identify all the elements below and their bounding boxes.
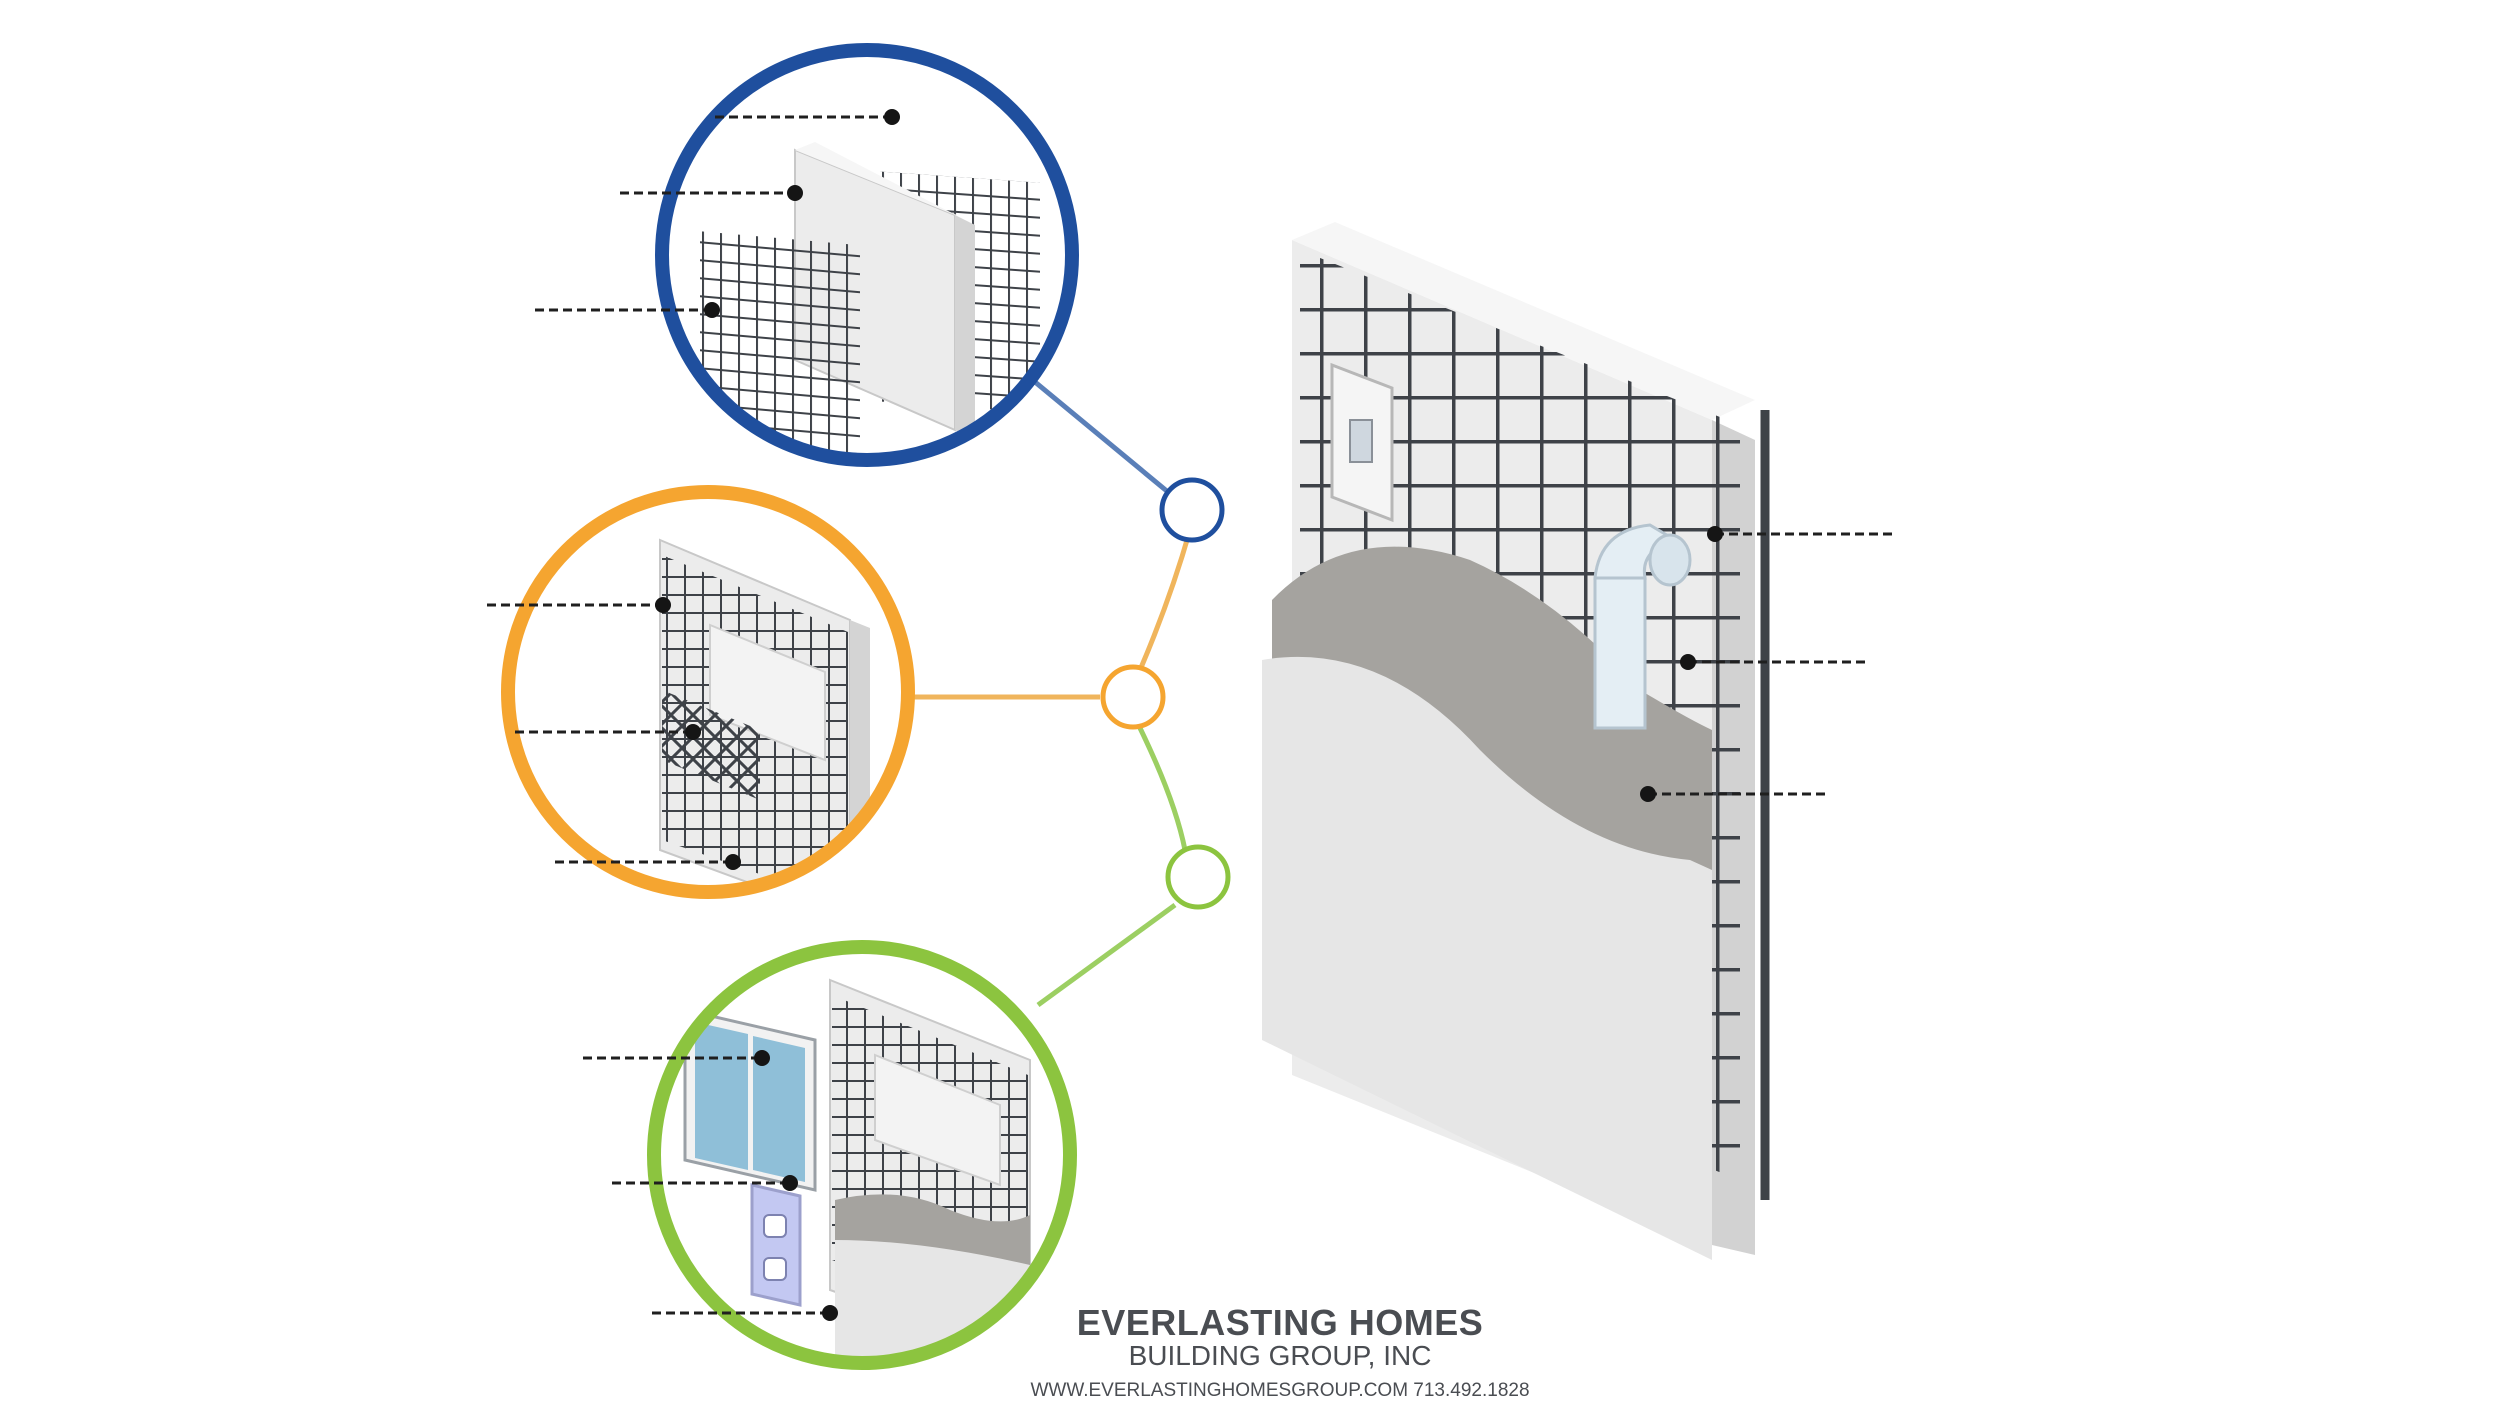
main-wall-section [1262,222,1770,1260]
node-orange [1100,664,1166,730]
window-frame-icon [683,1008,817,1192]
electrical-outlet-icon [750,1183,802,1307]
detail-circle-panel-layers [655,43,1079,467]
brand-subtitle: BUILDING GROUP, INC [1128,1340,1432,1371]
light-switch-icon [1330,362,1394,523]
node-green [1165,844,1231,910]
brand-name: EVERLASTING HOMES [1076,1302,1484,1343]
wire-mesh-icon [700,231,860,460]
detail-circle-opening [501,485,915,899]
node-blue [1159,477,1225,543]
connector-lines [906,380,1193,1008]
brand-contact: WWW.EVERLASTINGHOMESGROUP.COM 713.492.18… [1030,1380,1530,1401]
pipe-elbow-icon [1593,523,1692,730]
callout-leaders [487,115,1895,1315]
callout-dots [655,109,1723,1321]
detail-circle-finish [647,940,1077,1370]
